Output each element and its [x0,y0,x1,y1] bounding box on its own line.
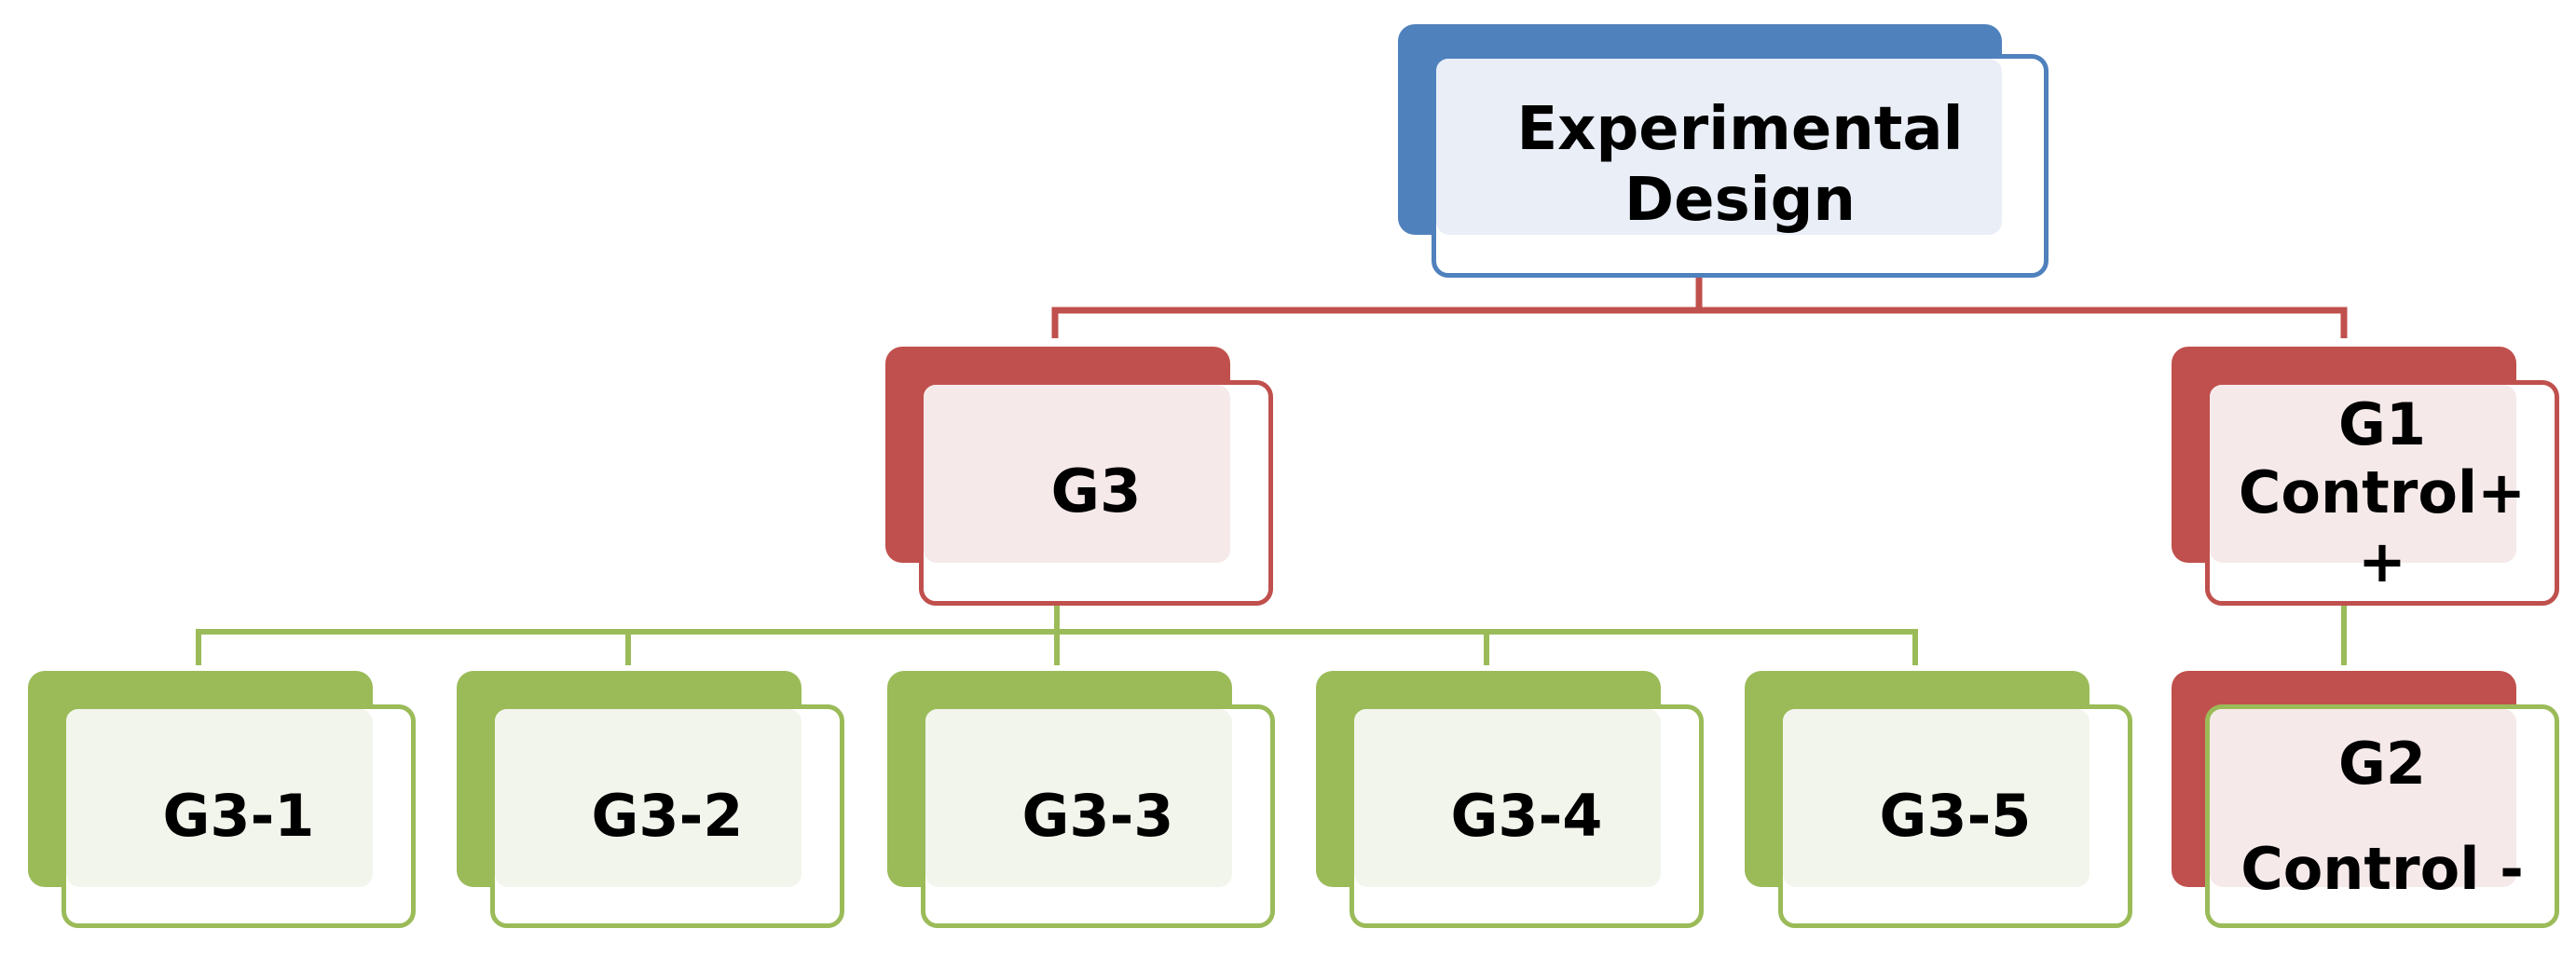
node-face [921,704,1275,928]
node-label-line: G2 [2337,729,2427,798]
node-label: G3-2 [490,704,844,928]
node-label: G3-3 [921,704,1275,928]
node-label: G3 [919,380,1273,606]
node-label-line: G3-2 [591,782,744,851]
node-face [490,704,844,928]
node-face [2205,704,2559,928]
node-label-line: G3 [1050,458,1142,527]
node-label: G2 Control - [2205,704,2559,928]
node-face [919,380,1273,606]
node-label-line: G3-4 [1450,782,1603,851]
node-label-line: G3-3 [1021,782,1174,851]
node-label-line: G3-1 [162,782,315,851]
node-label: G3-5 [1778,704,2132,928]
node-label-line: Design [1624,166,1856,235]
connector-root-to-g3 [1051,278,1703,338]
node-label: G3-4 [1350,704,1704,928]
node-face [1432,54,2048,278]
node-label: G3-1 [62,704,416,928]
node-label-line: Control+ [2238,458,2527,527]
connector-root-to-g1 [1699,307,2348,338]
node-label-line: Control - [2240,835,2524,903]
node-label-line: Experimental [1516,95,1964,165]
node-label: G1 Control+ + [2205,380,2559,606]
node-face [1350,704,1704,928]
node-face [1778,704,2132,928]
node-label-line: G1 [2337,390,2427,459]
node-label: Experimental Design [1432,54,2048,278]
node-label-line: + [2358,526,2406,595]
node-face [62,704,416,928]
node-label-line: G3-5 [1879,782,2032,851]
node-face [2205,380,2559,606]
